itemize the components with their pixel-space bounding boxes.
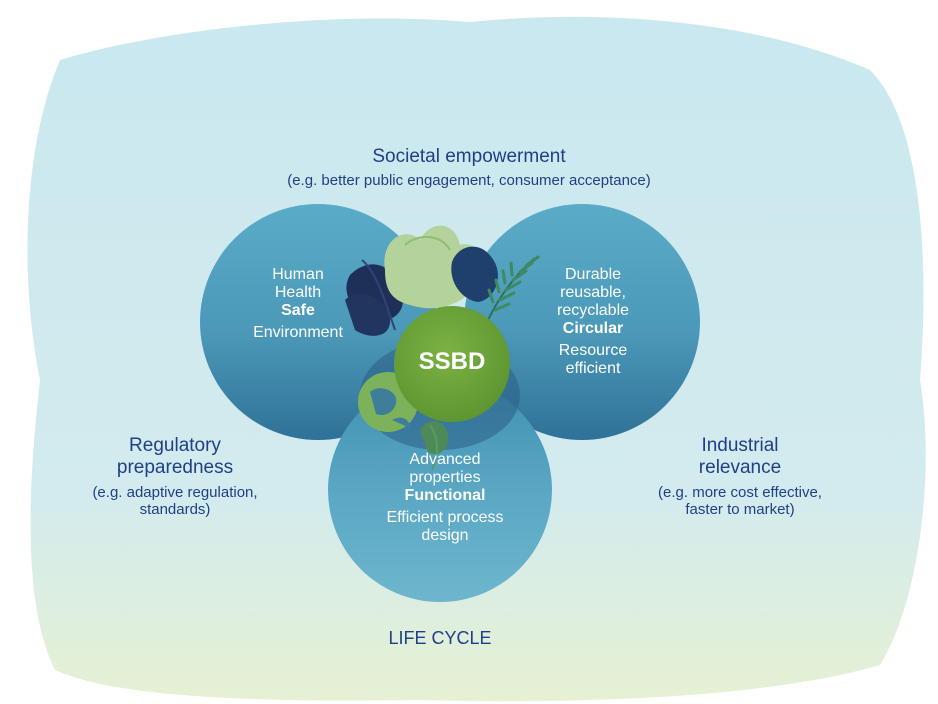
functional-line4: design [421, 526, 469, 544]
circular-line1: Durable [564, 266, 622, 283]
regulatory-subtitle: (e.g. adaptive regulation, standards) [60, 484, 290, 519]
safe-line3: Environment [253, 323, 343, 341]
regulatory-title-line2: preparedness [116, 456, 234, 478]
industrial-sub-line1: (e.g. more cost effective, [658, 484, 822, 501]
center-circle [394, 306, 510, 422]
functional-line1: Advanced [409, 451, 481, 468]
industrial-subtitle: (e.g. more cost effective, faster to mar… [620, 484, 860, 519]
functional-circle-text: Advanced properties Functional Efficient… [360, 451, 530, 545]
industrial-title: Industrial relevance [630, 435, 850, 479]
circular-circle-text: Durable reusable, recyclable Circular Re… [528, 266, 658, 377]
safe-keyword: Safe [281, 301, 315, 319]
industrial-title-line2: relevance [698, 456, 782, 478]
functional-keyword: Functional [404, 486, 486, 504]
life-cycle-label: LIFE CYCLE [388, 628, 492, 648]
regulatory-title-line1: Regulatory [129, 435, 221, 456]
circular-circle [464, 204, 700, 440]
circular-line3: recyclable [556, 301, 630, 319]
safe-line1: Human [272, 266, 324, 283]
safe-line2: Health [274, 283, 322, 301]
circular-line2: reusable, [560, 283, 626, 301]
regulatory-sub-line1: (e.g. adaptive regulation, [92, 484, 258, 501]
ssbd-label: SSBD [418, 348, 486, 375]
societal-title: Societal empowerment [372, 146, 566, 167]
functional-line2: properties [409, 468, 481, 486]
circular-line5: efficient [565, 359, 621, 377]
circular-keyword: Circular [562, 319, 624, 337]
circular-line4: Resource [558, 341, 628, 359]
industrial-sub-line2: faster to market) [685, 501, 795, 519]
safe-circle-text: Human Health Safe Environment [228, 266, 368, 342]
regulatory-title: Regulatory preparedness [70, 435, 280, 479]
societal-subtitle: (e.g. better public engagement, consumer… [287, 172, 651, 189]
industrial-title-line1: Industrial [701, 435, 779, 456]
functional-line3: Efficient process [386, 508, 504, 526]
regulatory-sub-line2: standards) [139, 501, 211, 519]
